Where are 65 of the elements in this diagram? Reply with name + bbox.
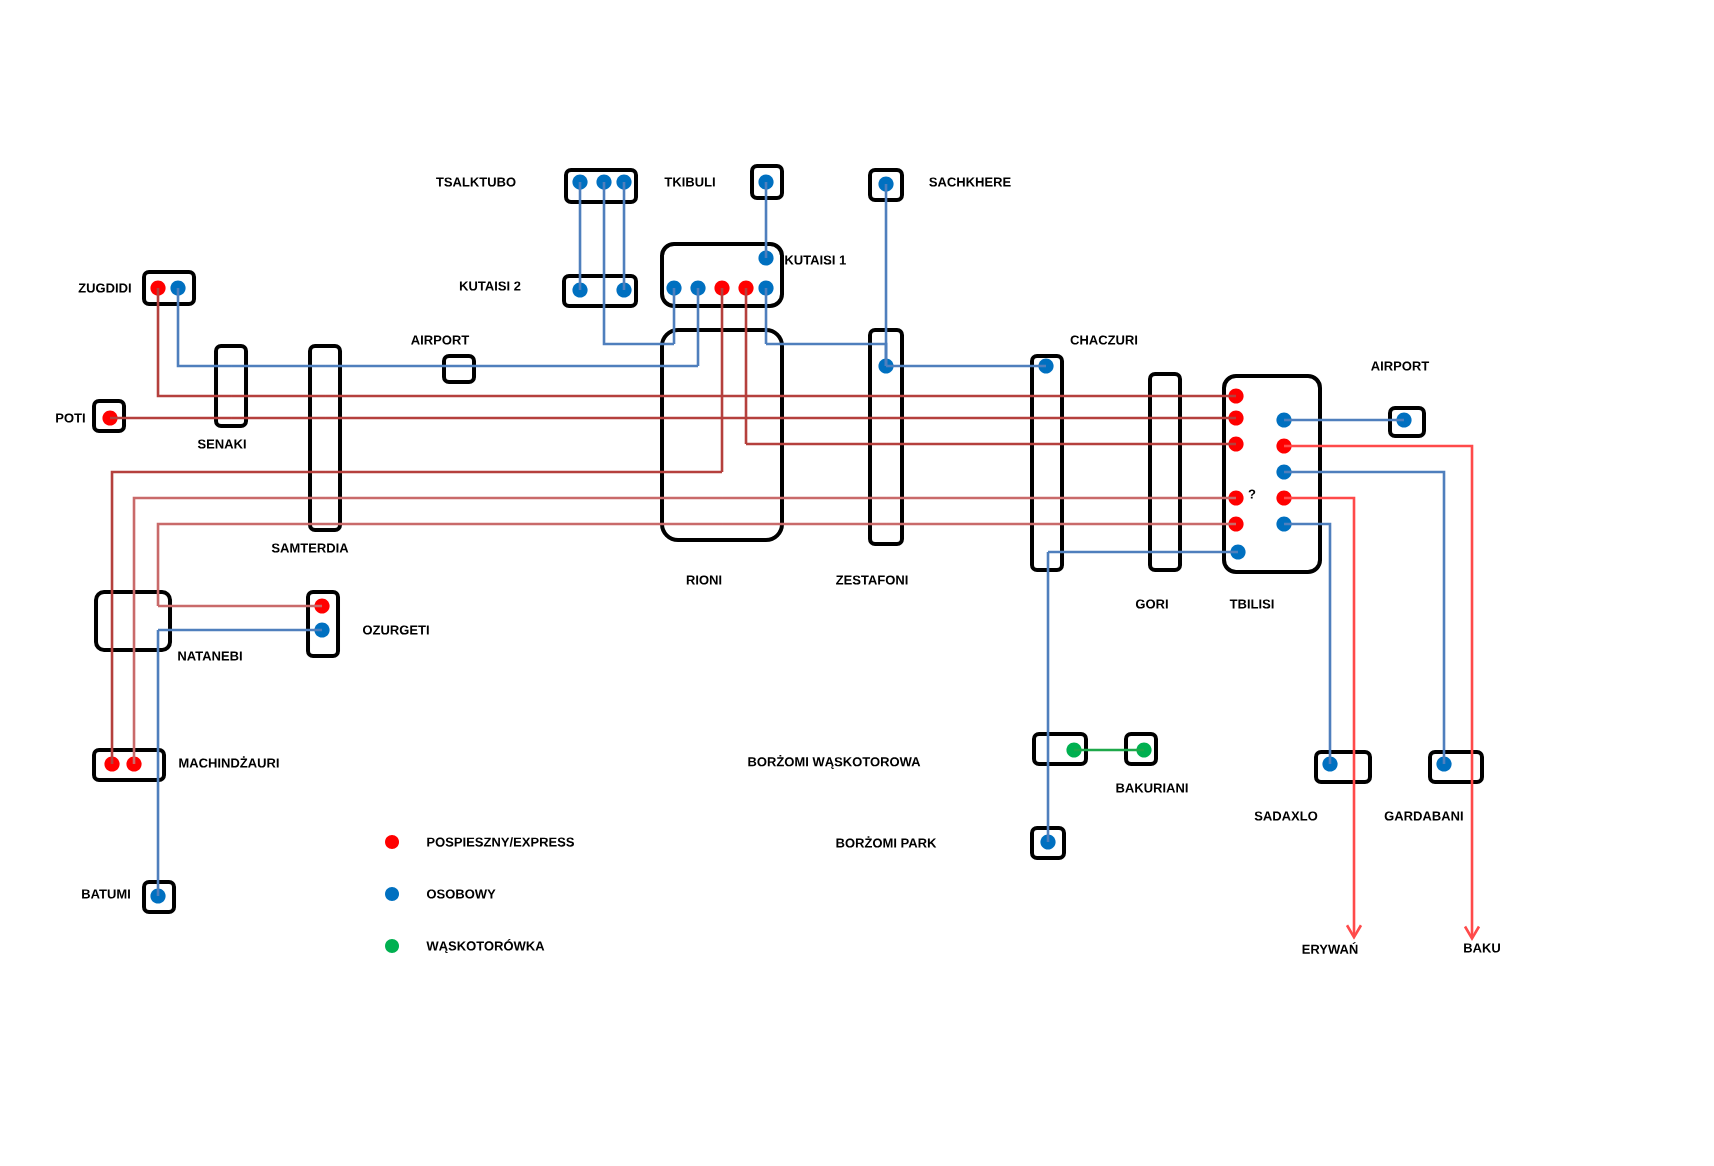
track-line xyxy=(176,288,231,368)
track-line xyxy=(720,288,724,472)
track-line xyxy=(1284,418,1404,422)
track-line xyxy=(1046,750,1050,842)
track-line xyxy=(746,442,886,446)
track-line xyxy=(696,288,700,366)
track-line xyxy=(1284,496,1356,767)
track-line xyxy=(1284,522,1332,764)
track-line xyxy=(886,496,1047,500)
track-line xyxy=(1047,442,1165,446)
track-line xyxy=(110,470,325,620)
track-line xyxy=(156,522,325,606)
track-line xyxy=(231,394,325,398)
track-line xyxy=(1047,496,1165,500)
track-line xyxy=(886,364,1046,368)
track-line xyxy=(110,416,231,420)
track-line xyxy=(325,364,459,368)
track-line xyxy=(1074,748,1144,752)
track-line xyxy=(1165,416,1236,420)
track-line xyxy=(1165,442,1236,446)
track-line xyxy=(231,416,325,420)
track-line xyxy=(231,364,325,368)
track-line xyxy=(1165,496,1236,500)
track-line xyxy=(156,630,160,896)
track-line xyxy=(722,416,886,420)
track-line xyxy=(764,288,768,344)
track-line xyxy=(722,394,886,398)
track-line xyxy=(602,182,606,291)
track-line xyxy=(886,394,1047,398)
track-line xyxy=(1165,394,1236,398)
track-line xyxy=(158,628,322,632)
track-line xyxy=(1345,767,1363,940)
track-line xyxy=(132,620,136,764)
track-line xyxy=(132,496,325,620)
track-line xyxy=(764,182,768,258)
track-line xyxy=(325,496,722,500)
track-line xyxy=(1165,522,1236,526)
track-line xyxy=(884,184,888,366)
track-line xyxy=(325,394,722,398)
track-line xyxy=(886,442,1047,446)
track-line xyxy=(1047,416,1165,420)
track-line xyxy=(158,604,322,608)
track-line xyxy=(886,416,1047,420)
track-line xyxy=(325,522,722,526)
track-line xyxy=(1284,470,1446,764)
track-line xyxy=(459,364,698,368)
track-line xyxy=(325,416,722,420)
track-line xyxy=(722,522,886,526)
track-line xyxy=(1046,552,1050,750)
track-line xyxy=(1463,767,1481,942)
track-line xyxy=(1284,444,1474,767)
track-line xyxy=(602,291,674,346)
track-line xyxy=(110,620,114,764)
track-line xyxy=(722,496,886,500)
track-line xyxy=(744,288,748,444)
track-line xyxy=(1165,550,1238,554)
track-line xyxy=(1048,550,1165,554)
track-line xyxy=(672,288,676,344)
track-line xyxy=(886,522,1047,526)
track-line xyxy=(1047,522,1165,526)
track-line xyxy=(622,182,626,290)
track-line xyxy=(325,470,722,474)
track-line xyxy=(156,288,231,398)
track-line xyxy=(1047,394,1165,398)
track-line xyxy=(578,182,582,290)
